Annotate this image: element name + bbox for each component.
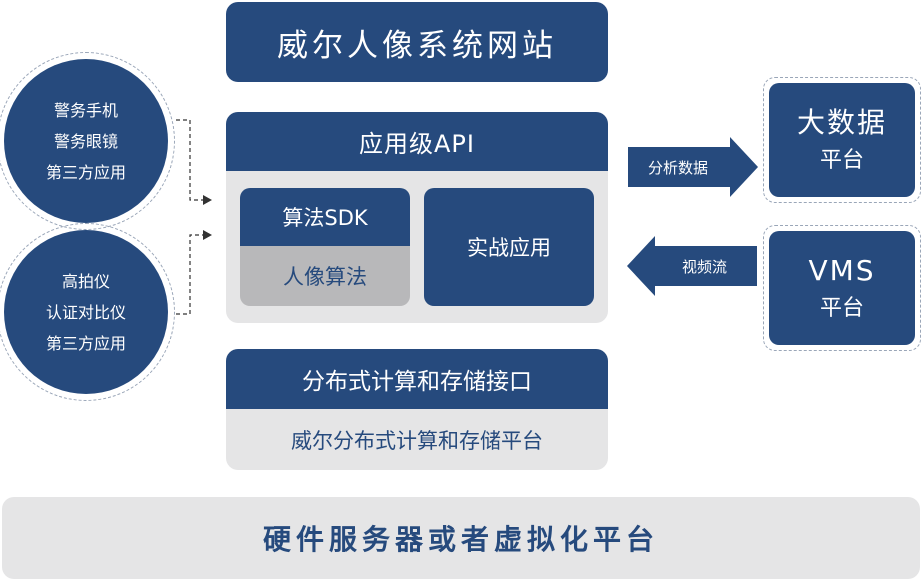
bigdata-platform-box: 大数据 平台 (769, 83, 915, 197)
circle-top-line-3: 第三方应用 (45, 162, 126, 182)
analysis-arrow-label: 分析数据 (647, 158, 708, 177)
vms-subtitle: 平台 (819, 296, 864, 321)
connector-top-arrowhead (203, 195, 212, 205)
sdk-title: 算法SDK (240, 188, 410, 246)
client-devices-circle-top: 警务手机 警务眼镜 第三方应用 (0, 52, 175, 230)
vms-platform-box: VMS 平台 (769, 231, 915, 345)
distributed-panel: 分布式计算和存储接口 威尔分布式计算和存储平台 (226, 349, 608, 470)
connector-bottom-arrowhead (203, 230, 212, 240)
site-title: 威尔人像系统网站 (226, 2, 608, 82)
bigdata-title: 大数据 (796, 106, 887, 139)
combat-app-box: 实战应用 (424, 188, 594, 306)
circle-bottom-line-3: 第三方应用 (45, 333, 126, 353)
api-header: 应用级API (226, 112, 608, 171)
api-panel: 应用级API 算法SDK 人像算法 实战应用 (226, 112, 608, 323)
circle-bottom-line-2: 认证对比仪 (45, 302, 126, 322)
connector-top (176, 119, 206, 201)
video-arrow-label: 视频流 (681, 257, 727, 276)
connector-bottom (176, 234, 206, 315)
sdk-algorithm: 人像算法 (240, 246, 410, 306)
vms-platform: VMS 平台 (763, 225, 921, 351)
vms-title: VMS (808, 254, 876, 287)
circle-top-line-2: 警务眼镜 (53, 131, 118, 151)
circle-top-inner: 警务手机 警务眼镜 第三方应用 (4, 59, 168, 223)
bigdata-platform: 大数据 平台 (763, 77, 921, 203)
circle-bottom-line-1: 高拍仪 (61, 271, 110, 291)
circle-bottom-inner: 高拍仪 认证对比仪 第三方应用 (4, 230, 168, 394)
distributed-platform-label: 威尔分布式计算和存储平台 (291, 428, 543, 453)
distributed-interface-header: 分布式计算和存储接口 (226, 349, 608, 409)
sdk-block: 算法SDK 人像算法 (240, 188, 410, 306)
client-devices-circle-bottom: 高拍仪 认证对比仪 第三方应用 (0, 223, 175, 401)
bigdata-subtitle: 平台 (819, 148, 864, 173)
hardware-platform-bar: 硬件服务器或者虚拟化平台 (2, 497, 920, 579)
circle-top-line-1: 警务手机 (53, 100, 118, 120)
